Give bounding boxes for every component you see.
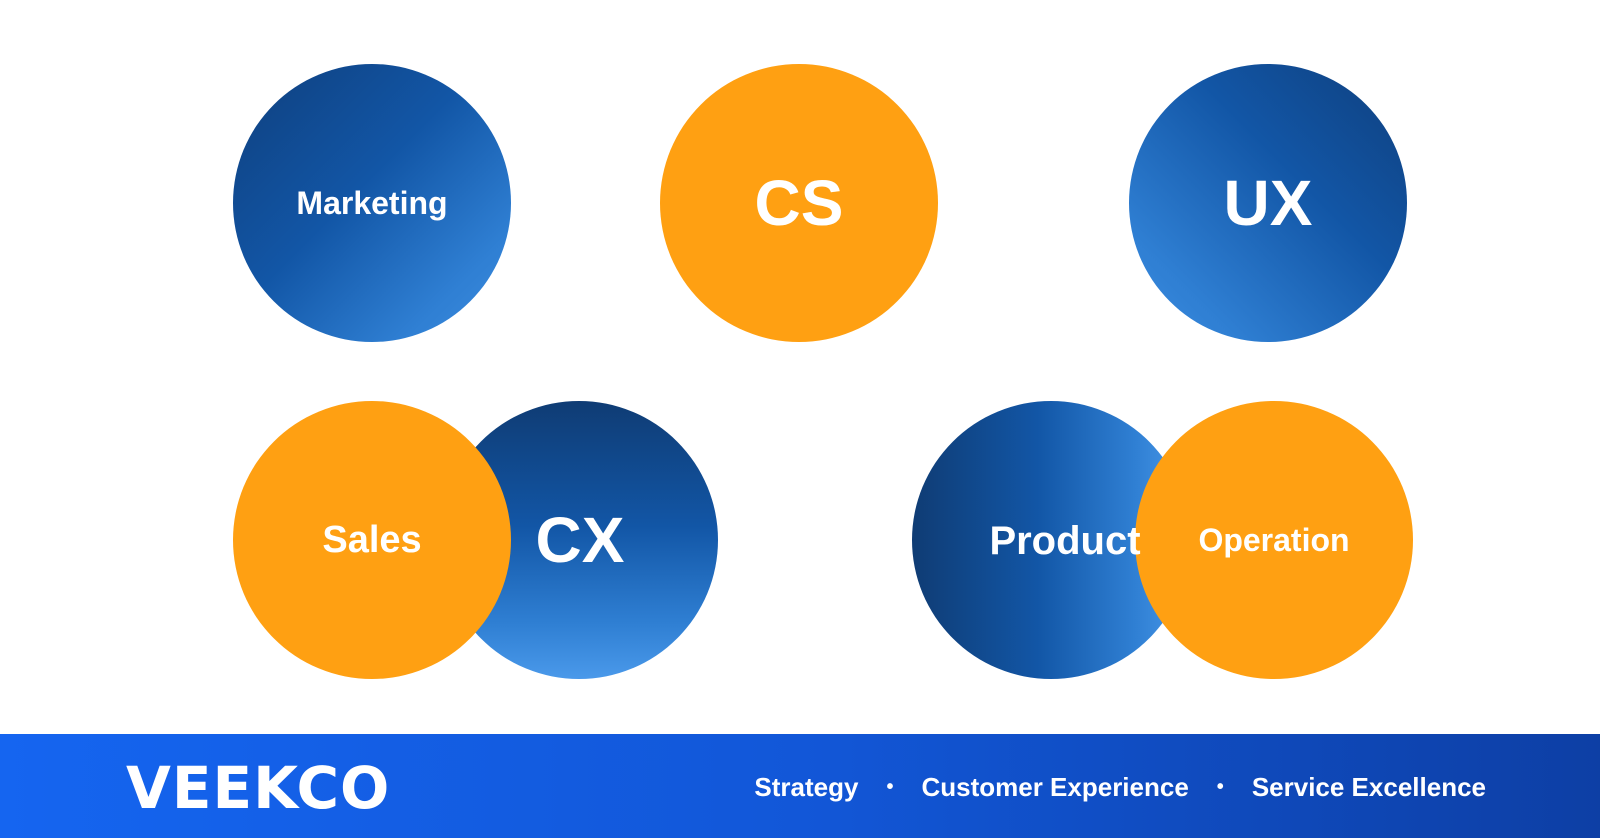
operation-label: Operation (1198, 521, 1350, 558)
operation-circle: Operation (1135, 401, 1413, 679)
sales-circle: Sales (233, 401, 511, 679)
product-label: Product (989, 519, 1141, 563)
ux-label: UX (1223, 167, 1313, 239)
bullet-separator: • (1216, 776, 1224, 798)
footer-bar: VEEKCO Strategy • Customer Experience • … (0, 734, 1600, 838)
marketing-circle: Marketing (233, 64, 511, 342)
tagline-service-excellence: Service Excellence (1251, 772, 1486, 802)
tagline: Strategy • Customer Experience • Service… (754, 772, 1486, 803)
brand-logo: VEEKCO (126, 754, 391, 822)
marketing-label: Marketing (296, 184, 448, 221)
cs-circle: CS (660, 64, 938, 342)
diagram-canvas: Marketing CS UX Sales CX Operation Produ… (233, 64, 1413, 679)
tagline-strategy: Strategy (754, 772, 859, 802)
tagline-customer-experience: Customer Experience (921, 772, 1189, 802)
sales-label: Sales (322, 518, 422, 561)
cs-label: CS (754, 167, 844, 239)
bullet-separator: • (886, 776, 894, 798)
cx-label: CX (535, 504, 625, 576)
ux-circle: UX (1129, 64, 1407, 342)
